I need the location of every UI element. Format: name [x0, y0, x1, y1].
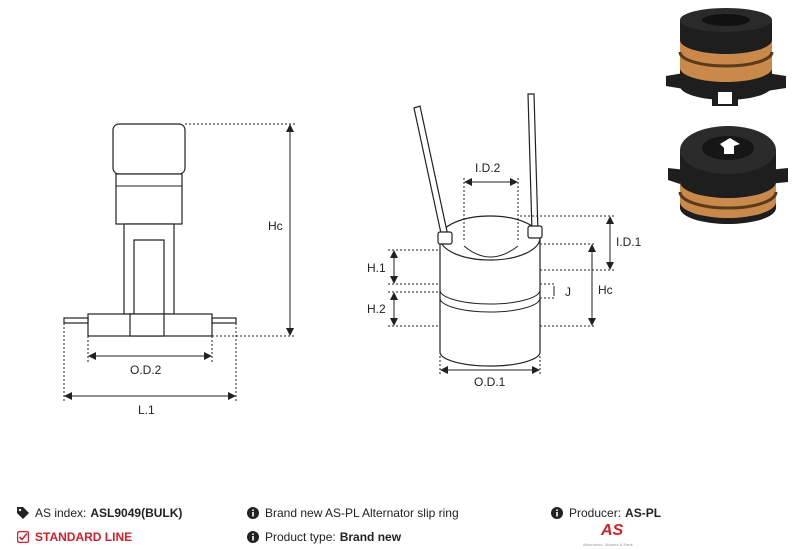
as-pl-logo: AS Alternators, Starters & Parts: [583, 522, 643, 550]
label-l1: L.1: [138, 403, 155, 417]
product-photo-bottom: [668, 126, 788, 224]
technical-drawing: Hc O.D.2 L.1: [63, 93, 642, 417]
as-index-label: AS index:: [35, 506, 87, 520]
label-hc-left: Hc: [268, 219, 283, 233]
standard-line-row: STANDARD LINE: [16, 530, 132, 544]
product-photo-top: [666, 8, 786, 106]
checkbox-icon: [16, 530, 30, 544]
label-h1: H.1: [367, 261, 386, 275]
producer-label: Producer:: [569, 506, 622, 520]
label-id2: I.D.2: [475, 161, 501, 175]
as-index-row: AS index: ASL9049(BULK): [16, 506, 182, 520]
product-description: Brand new AS-PL Alternator slip ring: [265, 506, 459, 520]
description-row: Brand new AS-PL Alternator slip ring: [246, 506, 459, 520]
label-h2: H.2: [367, 302, 386, 316]
label-id1: I.D.1: [616, 235, 642, 249]
label-od1: O.D.1: [474, 375, 506, 389]
side-view-drawing: [63, 123, 295, 402]
product-type-label: Product type:: [265, 530, 336, 544]
label-od2: O.D.2: [130, 363, 162, 377]
product-info-footer: AS index: ASL9049(BULK) STANDARD LINE Br…: [0, 500, 800, 550]
product-type-value: Brand new: [339, 530, 402, 544]
logo-text: AS: [601, 522, 624, 539]
product-type-row: Product type: Brand new: [246, 530, 401, 544]
label-j: J: [565, 285, 571, 299]
logo-tagline: Alternators, Starters & Parts: [583, 542, 633, 547]
producer-row: Producer: AS-PL: [550, 506, 661, 520]
info-icon: [246, 530, 260, 544]
label-hc-center: Hc: [598, 283, 613, 297]
info-icon: [246, 506, 260, 520]
perspective-view-drawing: [388, 93, 614, 376]
info-icon: [550, 506, 564, 520]
tag-icon: [16, 506, 30, 520]
producer-value: AS-PL: [625, 506, 662, 520]
standard-line-label: STANDARD LINE: [35, 530, 133, 544]
as-index-value: ASL9049(BULK): [90, 506, 183, 520]
